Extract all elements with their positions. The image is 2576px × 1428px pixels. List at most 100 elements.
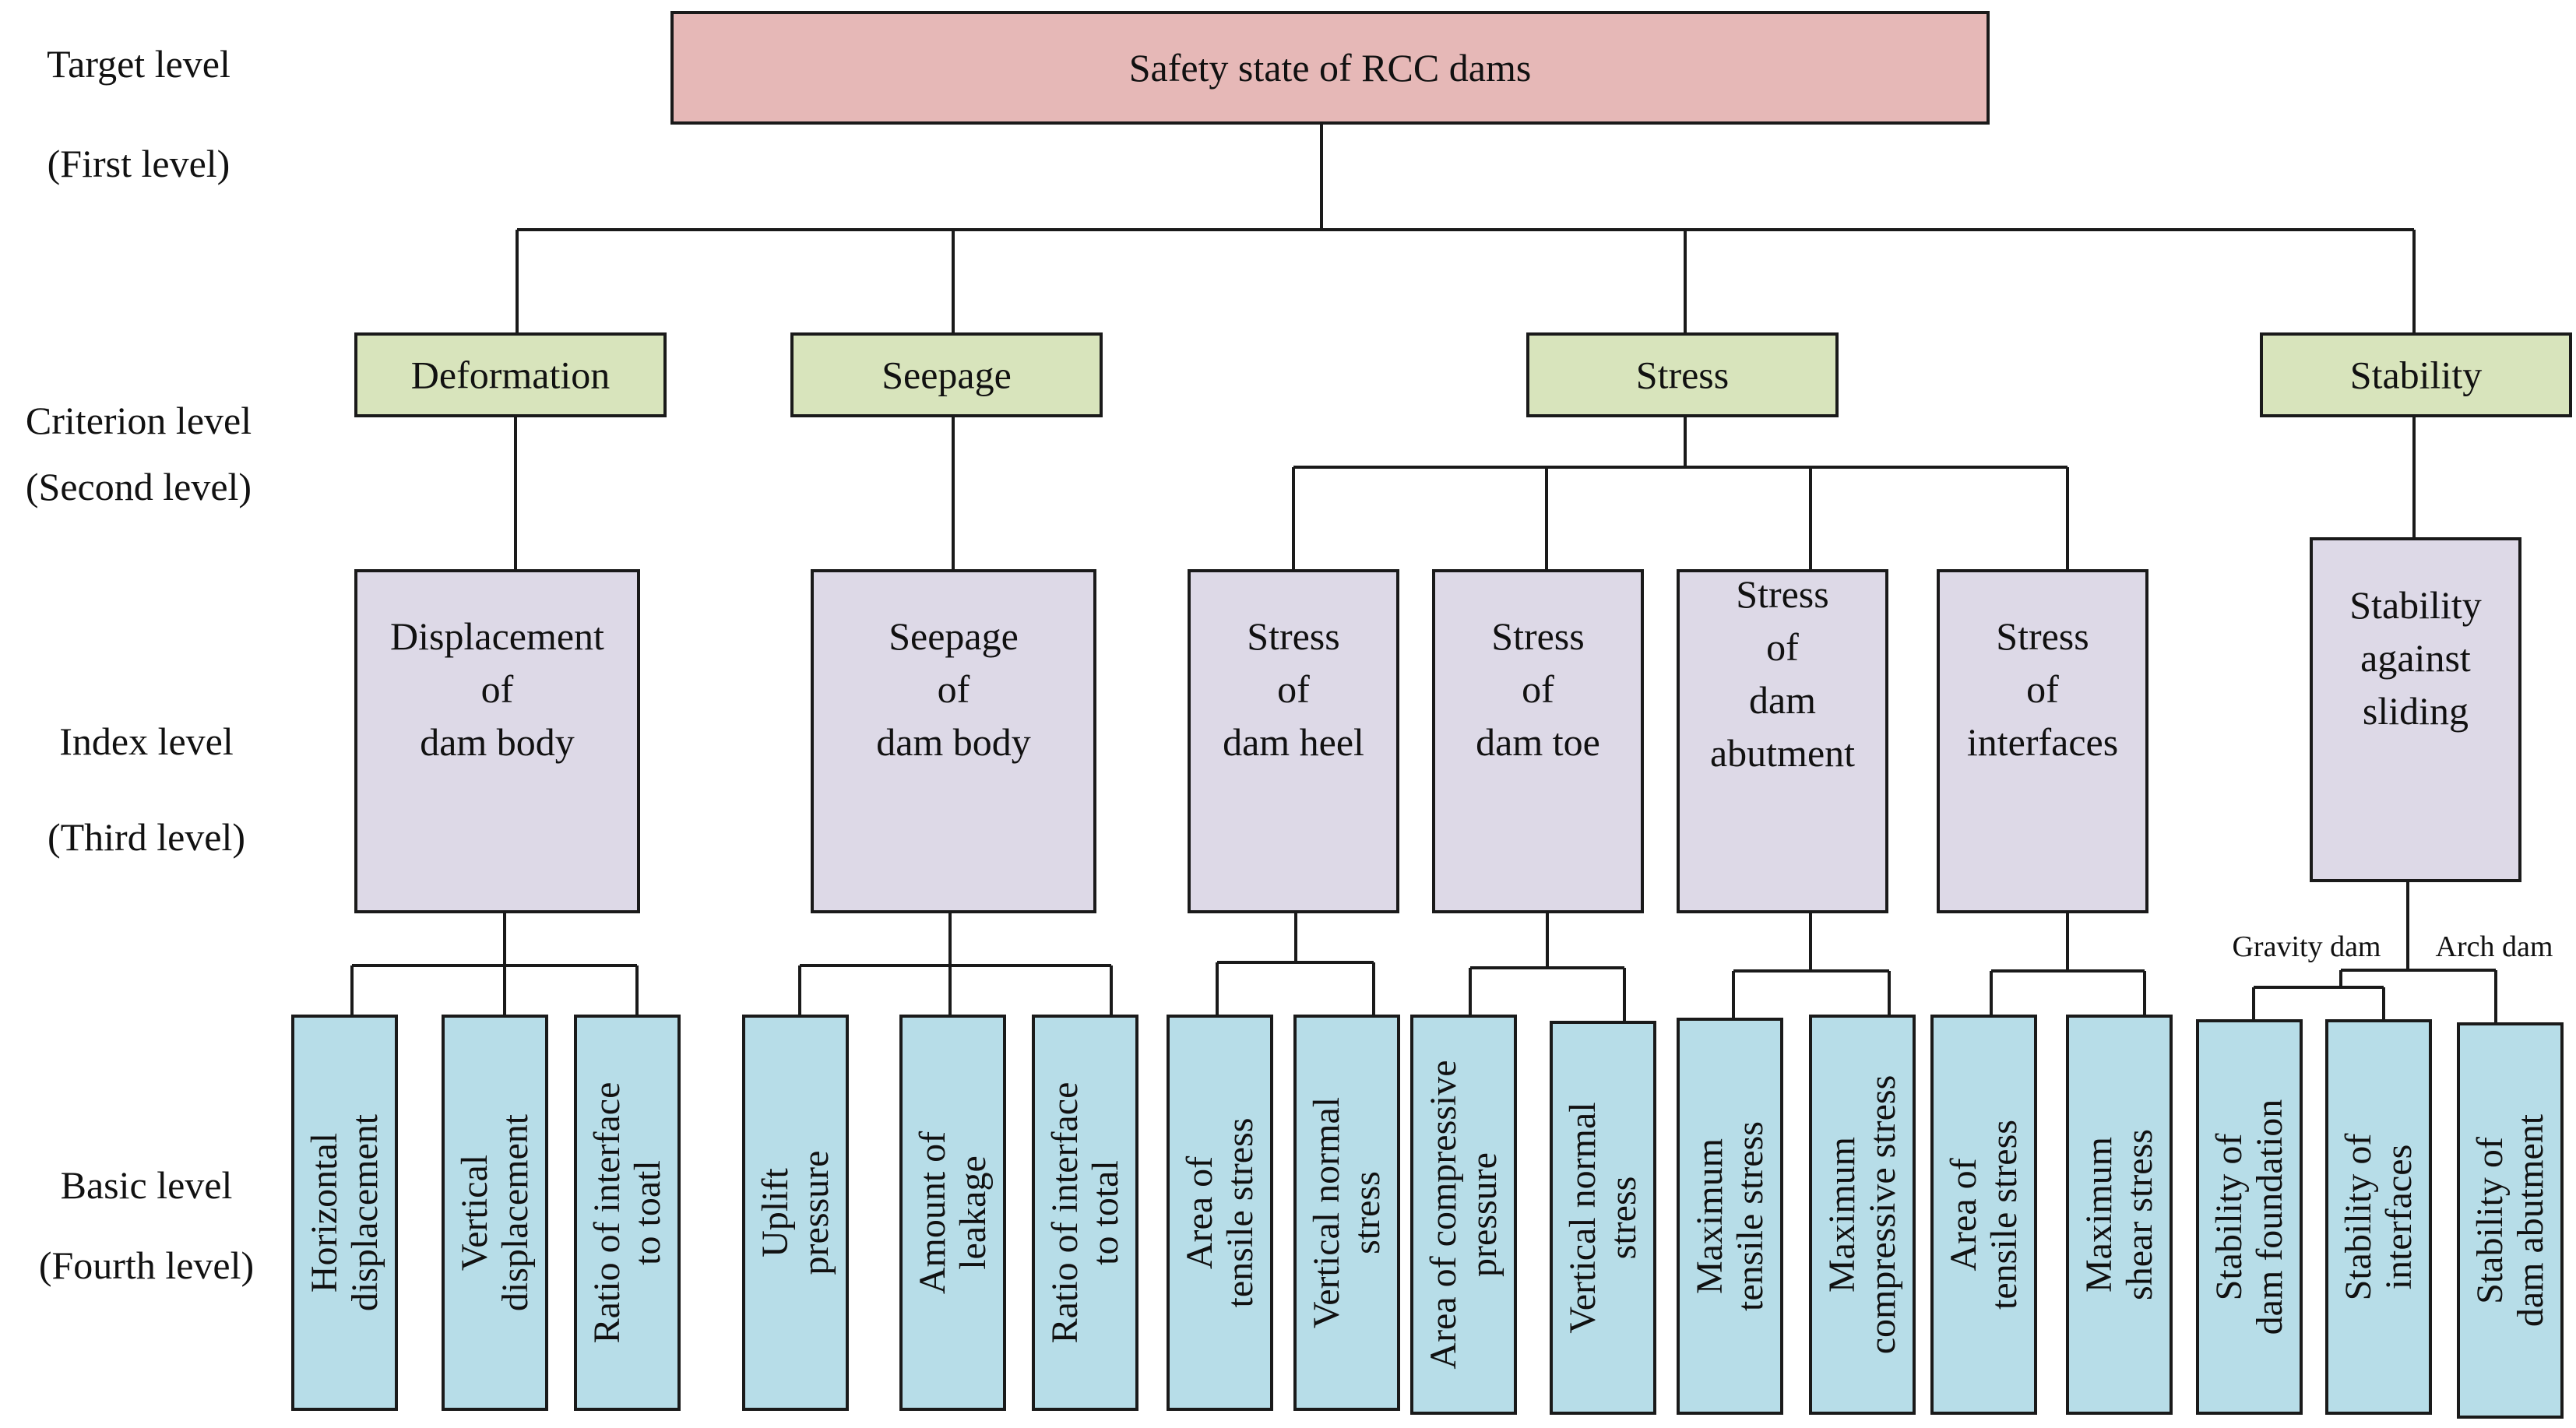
basic-box [899, 1015, 1006, 1411]
basic-label: shear stress [2119, 1129, 2160, 1300]
basic-label: to total [1085, 1160, 1126, 1265]
basic-label: Ratio of interface [1044, 1082, 1086, 1344]
basic-label: Uplift [755, 1168, 796, 1257]
basic-box [1930, 1015, 2037, 1415]
basic-box [291, 1015, 398, 1411]
criterion-label-stress: Stress [1636, 353, 1729, 397]
index-box-toe [1432, 569, 1644, 913]
criterion-box-stress [1526, 332, 1839, 417]
basic-label: leakage [952, 1155, 994, 1270]
index-label-seepage-body-line: Seepage [889, 614, 1019, 658]
index-label-displacement-line: of [481, 667, 514, 711]
branch-label-arch-dam: Arch dam [2436, 930, 2553, 963]
index-label-interfaces-line: interfaces [1967, 720, 2118, 764]
index-box-abutment [1677, 569, 1888, 913]
basic-label: Area of [1943, 1158, 1984, 1271]
basic-label: Stability of [2338, 1134, 2379, 1301]
basic-label: Maximum [1689, 1138, 1730, 1294]
index-label-heel-line: dam heel [1223, 720, 1364, 764]
index-label-interfaces-line: of [2026, 667, 2059, 711]
branch-label-gravity-dam: Gravity dam [2232, 930, 2381, 963]
basic-label: displacement [494, 1113, 536, 1311]
basic-label: pressure [795, 1151, 836, 1275]
index-label-sliding-line: against [2360, 636, 2471, 680]
index-label-displacement-line: Displacement [390, 614, 604, 658]
basic-box [2196, 1019, 2303, 1415]
basic-label: interfaces [2378, 1145, 2419, 1290]
basic-label: Area of compressive [1423, 1060, 1464, 1369]
basic-box [1167, 1015, 1273, 1411]
basic-label: Vertical [454, 1155, 495, 1271]
target-box [670, 11, 1990, 125]
index-label-sliding-line: sliding [2363, 689, 2469, 733]
level-sublabel-second-level: (Second level) [26, 465, 252, 508]
basic-label: tensile stress [1730, 1121, 1771, 1311]
level-sublabel-third-level: (Third level) [48, 815, 245, 859]
level-label-criterion-level: Criterion level [26, 399, 252, 442]
index-label-interfaces-line: Stress [1996, 614, 2089, 658]
criterion-label-deformation: Deformation [411, 353, 610, 397]
index-box-displacement [354, 569, 640, 913]
basic-box [2457, 1022, 2564, 1419]
index-label-sliding-line: Stability [2349, 583, 2481, 627]
criterion-box-deformation [354, 332, 667, 417]
basic-box [1410, 1015, 1517, 1415]
level-label-basic-level: Basic level [61, 1163, 233, 1207]
basic-box [574, 1015, 681, 1411]
criterion-box-seepage [790, 332, 1103, 417]
index-box-interfaces [1937, 569, 2148, 913]
index-label-toe-line: of [1522, 667, 1554, 711]
index-box-seepage-body [811, 569, 1096, 913]
level-label-target-level: Target level [47, 42, 231, 86]
basic-label: Horizontal [304, 1133, 345, 1293]
basic-label: Maximum [1821, 1137, 1863, 1293]
basic-label: Stability of [2208, 1134, 2250, 1301]
criterion-label-seepage: Seepage [882, 353, 1012, 397]
basic-box [442, 1015, 548, 1411]
level-sublabel-first-level: (First level) [48, 142, 231, 185]
basic-box [2325, 1019, 2432, 1415]
basic-label: stress [1346, 1171, 1388, 1254]
basic-box [1293, 1015, 1400, 1411]
basic-box [742, 1015, 849, 1411]
index-label-abutment-line: abutment [1710, 731, 1855, 775]
criterion-box-stability [2260, 332, 2572, 417]
basic-box [1809, 1015, 1916, 1415]
basic-label: tensile stress [1219, 1118, 1261, 1308]
level-label-index-level: Index level [59, 719, 234, 763]
basic-label: Vertical normal [1306, 1097, 1347, 1328]
basic-label: compressive stress [1862, 1075, 1903, 1355]
basic-label: dam foundation [2249, 1099, 2290, 1335]
index-label-seepage-body-line: dam body [876, 720, 1031, 764]
index-label-abutment-line: dam [1749, 678, 1816, 722]
index-label-heel-line: of [1277, 667, 1310, 711]
index-label-abutment-line: Stress [1736, 572, 1828, 616]
basic-label: to toatl [627, 1160, 668, 1265]
basic-label: displacement [344, 1113, 385, 1311]
index-box-heel [1188, 569, 1399, 913]
index-label-abutment-line: of [1766, 625, 1799, 669]
basic-label: Vertical normal [1562, 1102, 1603, 1333]
basic-box [1032, 1015, 1138, 1411]
basic-label: tensile stress [1983, 1120, 2025, 1310]
basic-label: Amount of [912, 1131, 953, 1294]
basic-label: dam abutment [2510, 1113, 2551, 1327]
index-label-seepage-body-line: of [938, 667, 970, 711]
